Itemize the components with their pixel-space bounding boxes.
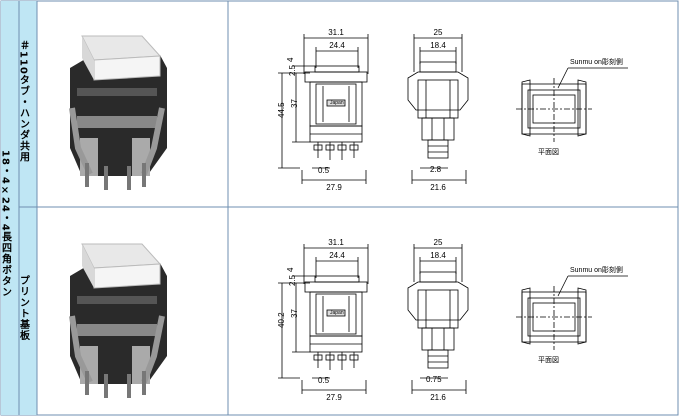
dim-pin-2: 0.5	[318, 376, 330, 385]
brand-label-2: Sunmu on彫刻側	[570, 265, 623, 274]
dim-side-w-inner-2: 18.4	[430, 251, 446, 260]
dim-h-4-2: 4	[286, 267, 295, 272]
product-photo-1	[67, 36, 167, 190]
dim-w-outer-2: 31.1	[328, 238, 344, 247]
row-1: 31.1 24.4 2.5 4 44.5 37 0.5 27.9 Japan 2…	[67, 28, 629, 192]
dim-side-w-outer-1: 25	[434, 28, 443, 37]
dim-pin-1: 0.5	[318, 166, 330, 175]
dim-side-pin-2: 0.75	[426, 375, 442, 384]
plan-view-label-1: 平面図	[538, 148, 559, 156]
dim-w-outer-1: 31.1	[328, 28, 344, 37]
dim-h-4-1: 4	[286, 57, 295, 62]
dim-h-body-2: 37	[290, 309, 299, 318]
plan-view-label-2: 平面図	[538, 356, 559, 364]
dim-side-w-inner-1: 18.4	[430, 41, 446, 50]
dim-h-tab-1: 2.5	[288, 64, 297, 76]
body-text-1: Japan	[330, 100, 344, 106]
product-photo-2	[67, 244, 167, 398]
dim-h-total-2: 40.2	[277, 312, 286, 328]
type-label-cell-2	[19, 207, 37, 415]
type-label-cell-1	[19, 1, 37, 207]
dim-h-tab-2: 2.5	[288, 274, 297, 286]
dim-w-inner-1: 24.4	[329, 41, 345, 50]
dim-h-total-1: 44.5	[277, 102, 286, 118]
dim-side-w-outer-2: 25	[434, 238, 443, 247]
series-label: 18・4×24・4長四角ボタン	[0, 150, 12, 298]
left-label-cell	[1, 1, 19, 415]
dim-w-inner-2: 24.4	[329, 251, 345, 260]
dim-w-base-1: 27.9	[326, 183, 342, 192]
dim-side-base-2: 21.6	[430, 393, 446, 402]
dim-side-pin-1: 2.8	[430, 165, 442, 174]
row1-type-label: ＃110タブ・ハンダ共用	[18, 40, 31, 163]
body-text-2: Japan	[330, 310, 344, 316]
row2-type-label: プリント基板	[18, 274, 31, 341]
dim-side-base-1: 21.6	[430, 183, 446, 192]
dim-w-base-2: 27.9	[326, 393, 342, 402]
brand-label-1: Sunmu on彫刻側	[570, 57, 623, 66]
row-2: 31.1 24.4 2.5 4 40.2 37 0.5 27.9 Japan 2…	[67, 238, 629, 402]
dim-h-body-1: 37	[290, 99, 299, 108]
